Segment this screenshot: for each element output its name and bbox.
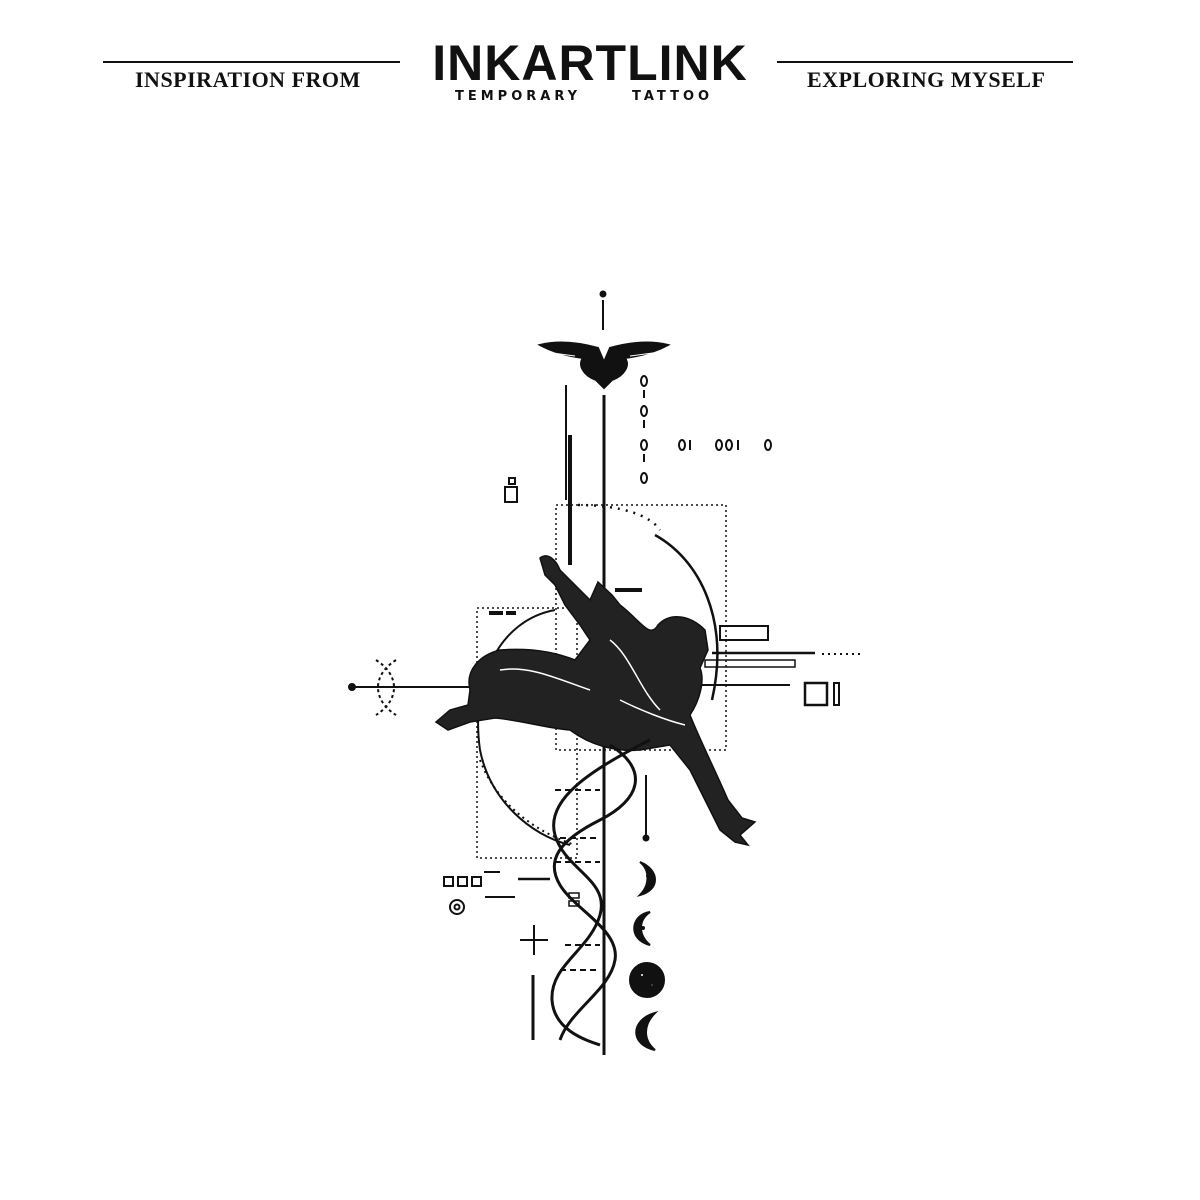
binary-row: [678, 439, 772, 451]
square-box-right: [803, 681, 829, 707]
small-square-bottom: [504, 486, 518, 503]
circle-arc-left: [477, 609, 571, 846]
header: INSPIRATION FROM INKARTLINK TEMPORARY TA…: [0, 0, 1200, 130]
tagline-left: INSPIRATION FROM: [135, 67, 361, 92]
tattoo-artwork: [348, 290, 862, 1055]
tagline-right: EXPLORING MYSELF: [807, 67, 1046, 92]
target-icon: [449, 899, 465, 915]
moon-icon-4: [635, 1011, 659, 1051]
brand-subtitle-word-1: TEMPORARY: [455, 89, 582, 104]
brand-logo: INKARTLINK: [432, 35, 748, 91]
moon-icon-1: [636, 861, 656, 897]
falling-figure: [434, 555, 757, 847]
dotted-frame-left: [476, 607, 578, 859]
top-dot: [599, 290, 607, 298]
moon-icon-3: [629, 962, 665, 998]
mini-dna-icon: [375, 659, 397, 716]
small-square-top: [508, 477, 516, 485]
dna-helix: [550, 738, 651, 1047]
brand-subtitle-word-2: TATTOO: [632, 89, 714, 104]
moon-phases: [629, 861, 665, 1051]
dotted-arc: [577, 503, 662, 531]
moon-icon-2: [633, 911, 651, 946]
divider-right: [777, 61, 1073, 63]
divider-left: [103, 61, 400, 63]
binary-column: [640, 375, 648, 484]
circle-arc-right: [654, 533, 719, 701]
bird-icon: [537, 341, 671, 390]
